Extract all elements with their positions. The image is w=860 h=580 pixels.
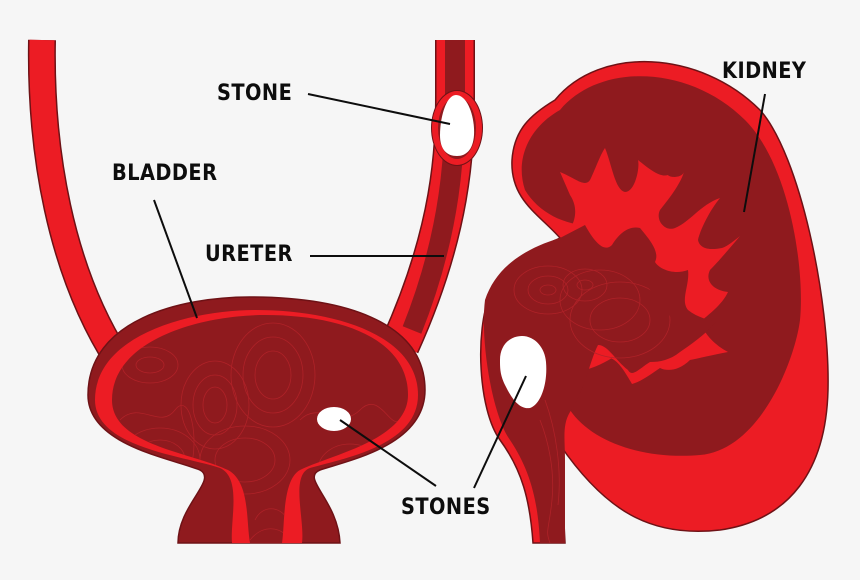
stone-leader-line: [307, 93, 451, 125]
stones-kidney-leader-line: [473, 375, 527, 489]
kidney: [479, 60, 829, 544]
stones-bladder-leader-line: [339, 419, 437, 487]
kidney-leader-line: [743, 93, 766, 213]
left-ureter: [27, 39, 130, 368]
bladder: [87, 296, 426, 544]
label-ureter: URETER: [205, 242, 293, 267]
right-ureter: [381, 40, 483, 354]
bladder-leader-line: [153, 199, 198, 319]
bladder-stone: [317, 407, 351, 431]
leader-lines: [153, 93, 766, 489]
contour-texture: [513, 265, 671, 543]
ureteral-stone: [440, 95, 475, 156]
label-kidney: KIDNEY: [722, 59, 807, 84]
label-bladder: BLADDER: [112, 161, 218, 186]
kidney-stone: [500, 336, 547, 409]
label-stone: STONE: [217, 81, 293, 106]
label-stones: STONES: [401, 495, 491, 520]
